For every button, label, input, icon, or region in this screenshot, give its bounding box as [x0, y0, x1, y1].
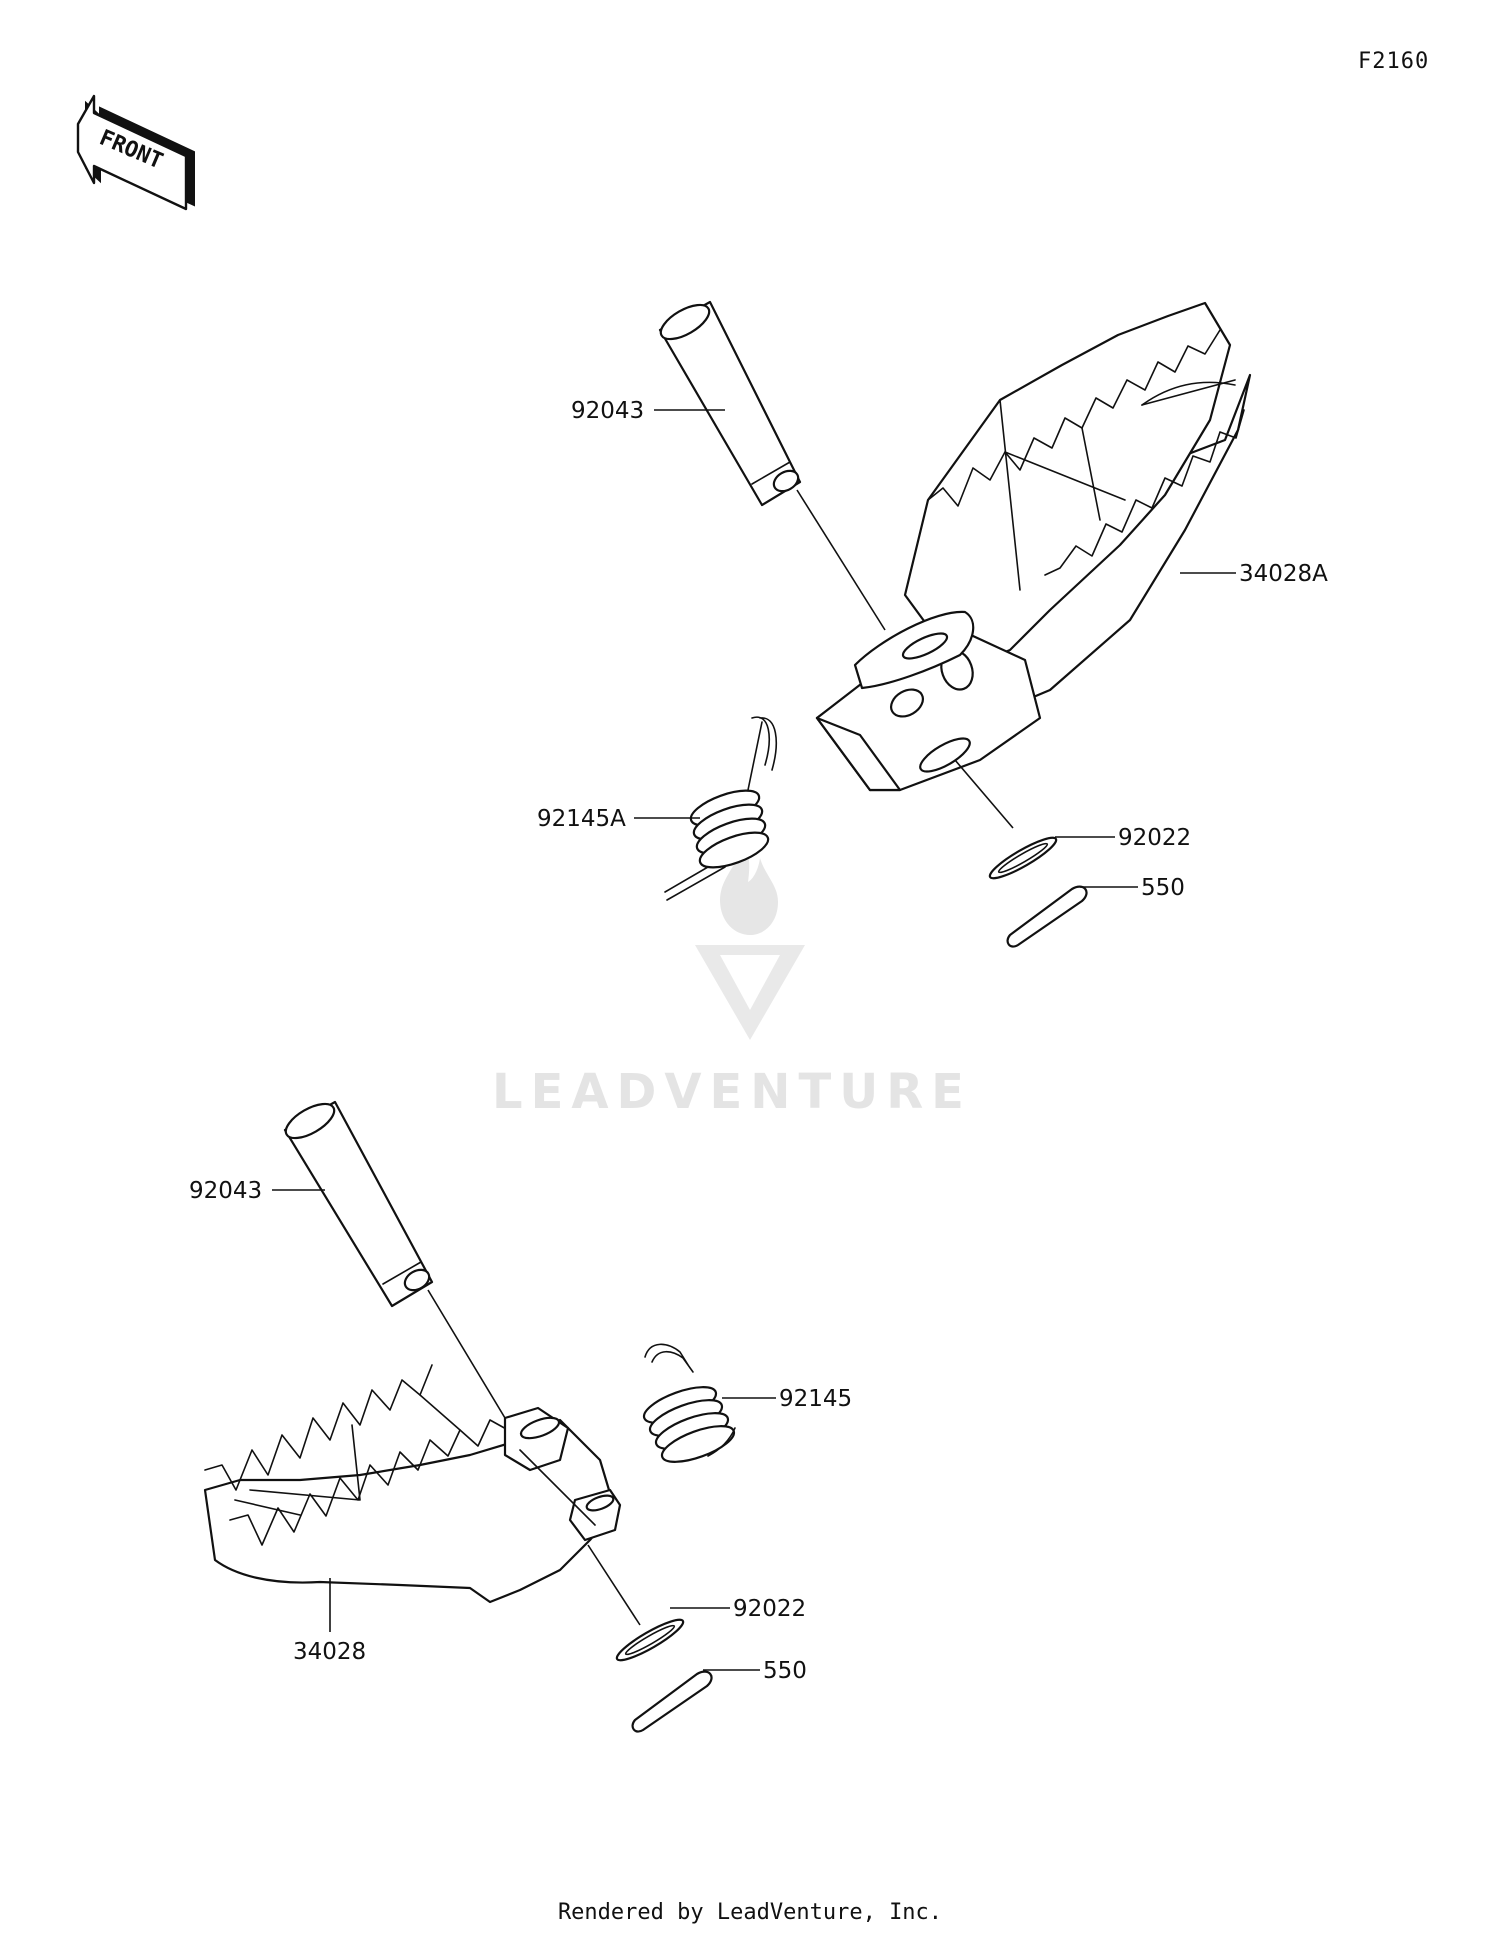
callout-upper-cotter: 550 [1141, 875, 1185, 901]
callout-lower-footpeg: 34028 [293, 1639, 366, 1665]
upper-footpeg-assembly: 92043 34028A 92145A 92022 550 [537, 300, 1328, 948]
callout-lower-pin: 92043 [189, 1178, 262, 1204]
footer-credit: Rendered by LeadVenture, Inc. [557, 1900, 943, 1925]
front-arrow-icon: FRONT [76, 94, 195, 211]
upper-spring [664, 716, 778, 901]
callout-upper-pin: 92043 [571, 398, 644, 424]
callout-lower-cotter: 550 [763, 1658, 807, 1684]
lower-cotter-pin [631, 1670, 713, 1733]
callout-upper-spring: 92145A [537, 806, 626, 832]
callout-upper-washer: 92022 [1118, 825, 1191, 851]
callout-upper-footpeg: 34028A [1239, 561, 1328, 587]
upper-washer [954, 759, 1058, 880]
upper-footpeg [815, 301, 1252, 792]
upper-cotter-pin [1006, 885, 1088, 948]
diagram-code: F2160 [1358, 49, 1429, 74]
lower-pin [283, 1100, 506, 1419]
watermark-text: LEADVENTURE [492, 1064, 972, 1120]
lower-washer [587, 1544, 685, 1662]
lower-footpeg [203, 1364, 622, 1604]
lower-spring [642, 1343, 736, 1463]
callout-lower-spring: 92145 [779, 1386, 852, 1412]
callout-lower-washer: 92022 [733, 1596, 806, 1622]
upper-pin [658, 300, 886, 631]
leadventure-watermark: LEADVENTURE [492, 843, 972, 1120]
lower-footpeg-assembly: 92043 92145 92022 550 34028 [189, 1100, 852, 1733]
